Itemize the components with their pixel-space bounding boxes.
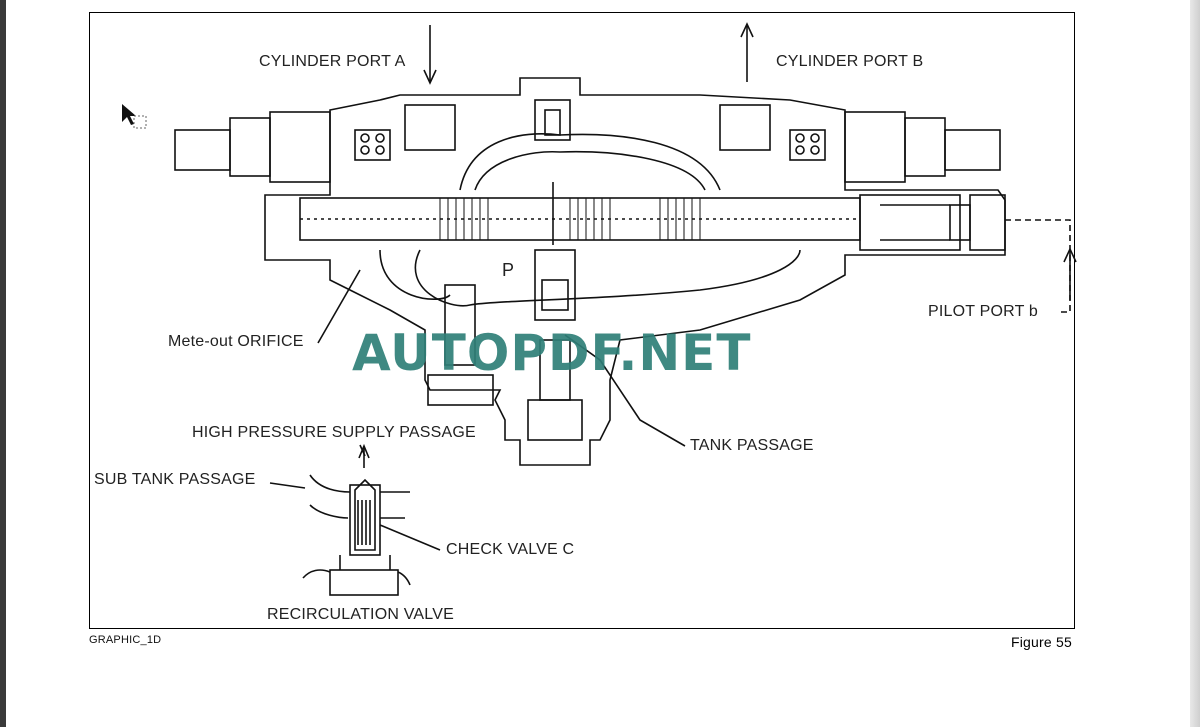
leader-mete-out: [317, 269, 361, 344]
port-b-bore: [719, 104, 771, 151]
valve-body-outline: [264, 77, 1006, 466]
left-pilot-cap: [174, 129, 231, 171]
high-pressure-supply-passage-label: HIGH PRESSURE SUPPLY PASSAGE: [192, 424, 476, 441]
cursor-icon: [122, 104, 147, 129]
figure-caption: Figure 55: [1011, 634, 1072, 650]
recirculation-valve-detail: [269, 443, 441, 596]
recirculation-valve-label: RECIRCULATION VALVE: [267, 606, 454, 623]
watermark: AUTOPDF.NET: [352, 324, 752, 382]
center-relief-valve: [534, 249, 576, 321]
right-pilot-cap: [944, 129, 1001, 171]
bridge-passage: [459, 133, 721, 191]
load-check: [534, 99, 571, 141]
viewer-scrollbar[interactable]: [1190, 0, 1200, 727]
left-lower-valve: [444, 284, 476, 366]
cylinder-port-b-label: CYLINDER PORT B: [776, 53, 924, 70]
tank-passage-label: TANK PASSAGE: [690, 437, 814, 454]
pilot-port-b-label: PILOT PORT b: [928, 303, 1039, 320]
port-a-bore: [404, 104, 456, 151]
check-valve-c-label: CHECK VALVE C: [446, 541, 575, 558]
pressure-port-label: P: [502, 260, 515, 280]
figure-frame: [89, 12, 1075, 629]
graphic-id: GRAPHIC_1D: [89, 634, 162, 646]
spring-chamber: [859, 194, 961, 251]
mete-out-orifice-label: Mete-out ORIFICE: [168, 333, 304, 350]
leader-tank-passage: [564, 334, 686, 447]
sub-tank-passage-label: SUB TANK PASSAGE: [94, 471, 256, 488]
cylinder-port-a-label: CYLINDER PORT A: [259, 53, 406, 70]
viewer-left-edge: [0, 0, 6, 727]
